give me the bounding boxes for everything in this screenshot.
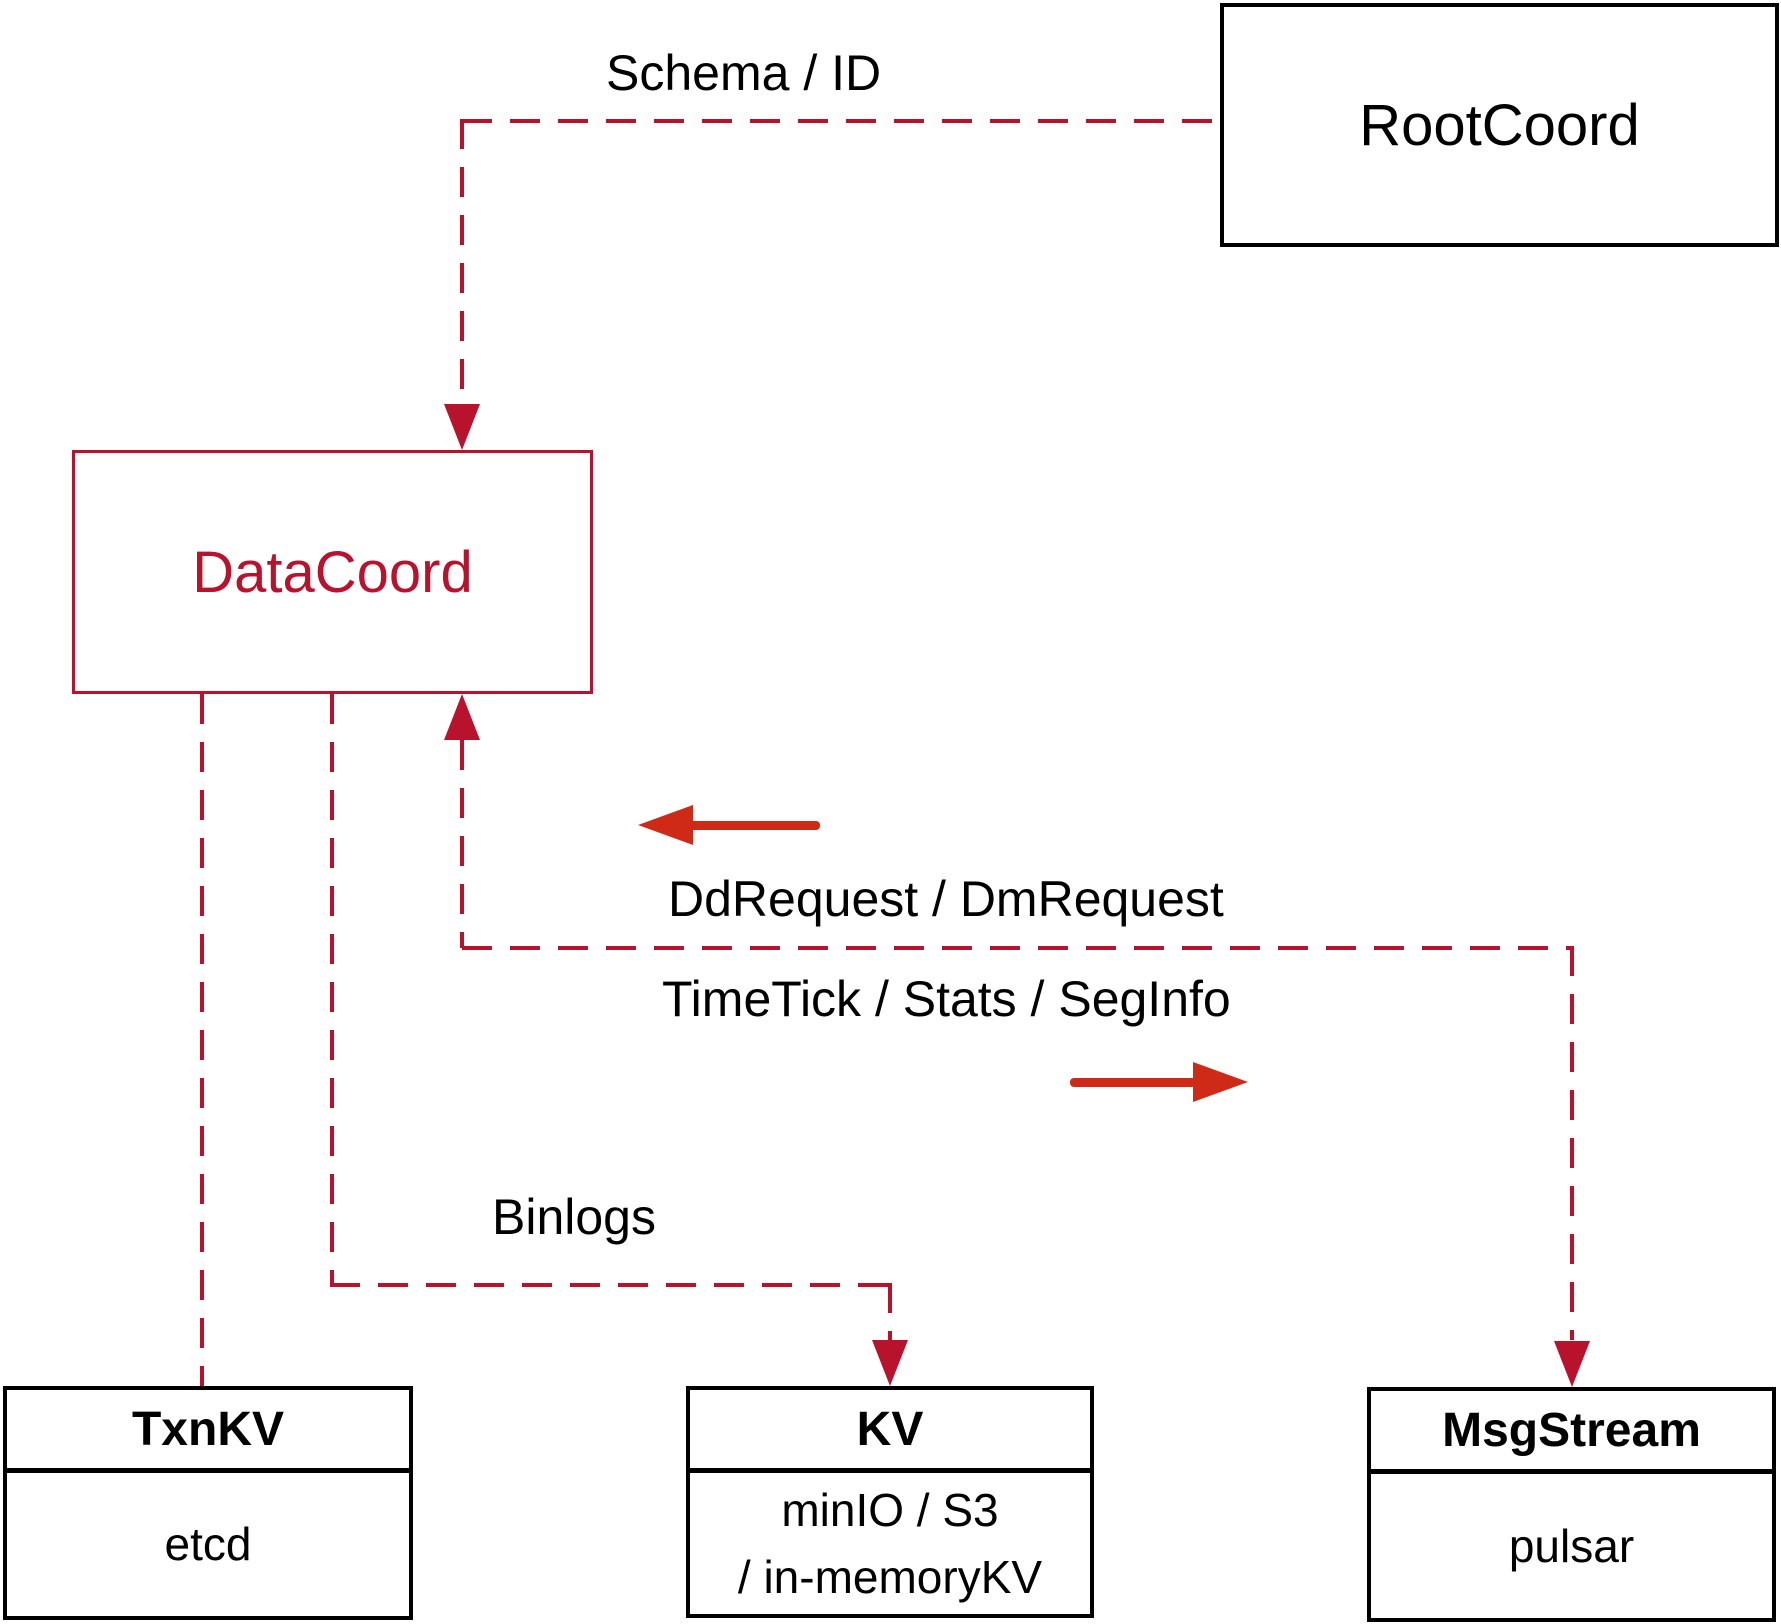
node-txnkv: TxnKV etcd (3, 1386, 413, 1620)
kv-subtitle-line1: minIO / S3 (781, 1483, 999, 1536)
edge-binlogs-horizontal (330, 1283, 892, 1287)
kv-subtitle-line2: / in-memoryKV (737, 1550, 1043, 1603)
msgstream-title: MsgStream (1371, 1391, 1772, 1474)
edge-schema-id-horizontal (462, 119, 1220, 123)
msgstream-subtitle: pulsar (1508, 1519, 1635, 1572)
left-arrow-icon (638, 805, 693, 845)
edge-binlogs-vertical-1 (330, 694, 334, 1285)
arrowhead-up-into-datacoord-icon (444, 694, 480, 740)
right-arrow-icon (1193, 1062, 1248, 1102)
rootcoord-label: RootCoord (1359, 92, 1640, 158)
edge-datacoord-txnkv (200, 694, 204, 1386)
kv-title: KV (690, 1390, 1090, 1473)
edge-binlogs-vertical-2 (888, 1283, 892, 1340)
label-binlogs: Binlogs (492, 1189, 656, 1245)
label-timetick-stats-seginfo: TimeTick / Stats / SegInfo (662, 971, 1231, 1027)
node-rootcoord: RootCoord (1220, 3, 1779, 247)
node-kv: KV minIO / S3 / in-memoryKV (686, 1386, 1094, 1618)
label-ddrequest-dmrequest: DdRequest / DmRequest (668, 871, 1224, 927)
node-datacoord: DataCoord (72, 450, 593, 694)
datacoord-label: DataCoord (192, 539, 473, 605)
label-schema-id: Schema / ID (606, 45, 882, 101)
edge-msgstream-datacoord-horizontal (462, 946, 1574, 950)
arrowhead-down-into-datacoord-icon (444, 404, 480, 450)
left-arrow-shaft (688, 821, 820, 830)
arrowhead-down-into-kv-icon (872, 1340, 908, 1386)
edge-schema-id-vertical (460, 119, 464, 404)
arrowhead-down-into-msgstream-icon (1554, 1341, 1590, 1387)
txnkv-subtitle: etcd (164, 1518, 252, 1571)
edge-msgstream-datacoord-vertical-right (1570, 946, 1574, 1340)
node-msgstream: MsgStream pulsar (1367, 1387, 1776, 1622)
txnkv-title: TxnKV (7, 1390, 409, 1473)
right-arrow-shaft (1070, 1078, 1196, 1087)
edge-msgstream-datacoord-vertical-left (460, 740, 464, 948)
